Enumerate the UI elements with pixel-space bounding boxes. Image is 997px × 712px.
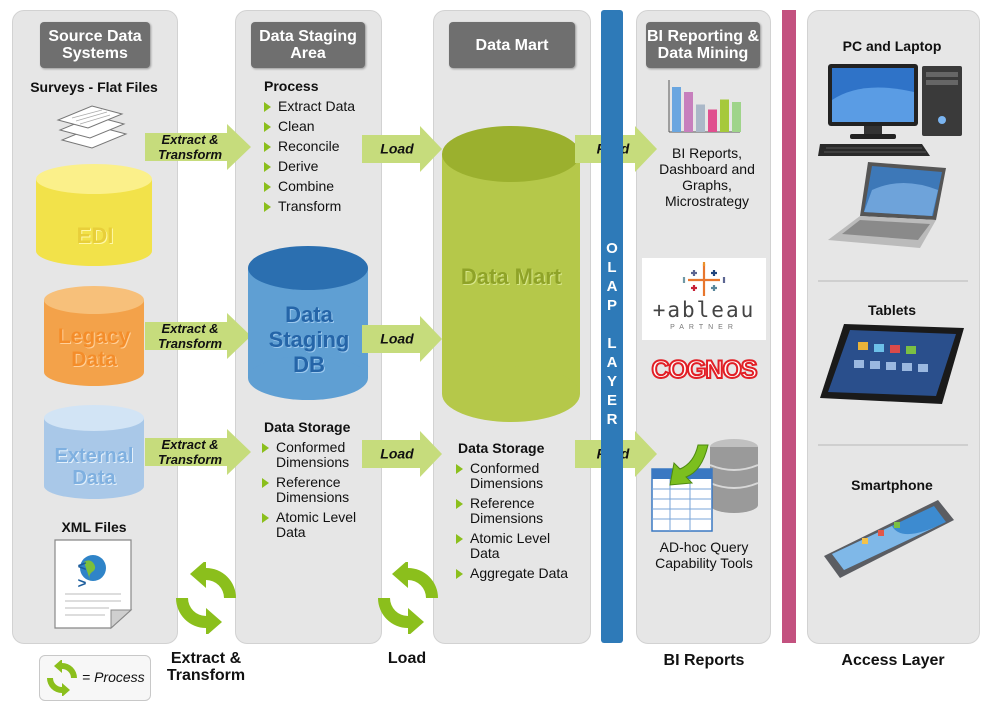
smartphone-label: Smartphone — [851, 477, 933, 493]
bar-chart-bar — [684, 92, 693, 132]
load-arrow-1: Load — [362, 126, 444, 172]
data-mart-label: Data Mart — [460, 264, 562, 289]
tablets-label: Tablets — [868, 302, 916, 318]
olap-letter: A — [606, 354, 618, 371]
staging-db-cylinder — [248, 246, 368, 400]
olap-letter: L — [607, 335, 617, 352]
load-arrow-3: Load — [362, 431, 444, 477]
storage-item: Atomic Level Data — [456, 531, 580, 561]
tableau-wordmark: +ableau — [652, 298, 756, 322]
data-mart-cylinder — [442, 126, 580, 422]
storage-item: Aggregate Data — [456, 566, 580, 581]
access-divider — [818, 444, 968, 446]
source-header: Source Data Systems — [40, 22, 150, 68]
tableau-partner-text: PARTNER — [670, 324, 738, 331]
process-cycle-icon — [47, 660, 77, 696]
storage-item: Conformed Dimensions — [262, 440, 374, 470]
desktop-computer-icon — [818, 64, 962, 156]
legacy-data-label: Legacy Data — [57, 325, 131, 371]
legend-text: = Process — [82, 669, 145, 685]
xml-files-label: XML Files — [61, 519, 127, 535]
storage-item: Reference Dimensions — [262, 475, 374, 505]
external-data-cylinder — [44, 405, 144, 499]
process-list: Extract Data Clean Reconcile Derive Comb… — [264, 99, 355, 219]
cognos-logo: COGNOS — [650, 355, 758, 385]
process-legend: = Process — [39, 655, 151, 701]
olap-letter: A — [606, 278, 618, 295]
bottom-access-layer-label: Access Layer — [841, 652, 945, 669]
olap-letter: P — [606, 297, 617, 314]
bar-chart-bar — [696, 104, 705, 132]
process-item: Extract Data — [264, 99, 355, 114]
storage-item: Atomic Level Data — [262, 510, 374, 540]
process-item: Clean — [264, 119, 355, 134]
legacy-data-cylinder — [44, 286, 144, 386]
olap-layer-bar — [601, 10, 623, 643]
edi-label: EDI — [76, 223, 114, 248]
olap-letter: E — [606, 392, 617, 409]
olap-letter: L — [607, 259, 617, 276]
bi-header: BI Reporting & Data Mining — [646, 22, 760, 68]
process-item: Transform — [264, 199, 355, 214]
load-arrow-2: Load — [362, 316, 444, 362]
extract-transform-arrow-3: Extract & Transform — [145, 429, 253, 475]
bottom-load-label: Load — [387, 650, 427, 667]
olap-letter: O — [606, 240, 618, 257]
smartphone-icon — [824, 500, 954, 578]
bar-chart-bar — [708, 109, 717, 132]
bi-reports-text: BI Reports, Dashboard and Graphs, Micros… — [659, 145, 755, 209]
xml-angle-brackets: < > — [77, 558, 109, 592]
mart-storage-list: Conformed Dimensions Reference Dimension… — [456, 461, 580, 586]
laptop-icon — [828, 162, 946, 248]
storage-item: Conformed Dimensions — [456, 461, 580, 491]
pc-laptop-label: PC and Laptop — [842, 38, 942, 54]
surveys-label: Surveys - Flat Files — [30, 79, 158, 95]
process-title: Process — [264, 78, 319, 94]
mart-storage-title: Data Storage — [458, 440, 545, 456]
xml-file-icon: < > — [53, 538, 133, 630]
mart-header: Data Mart — [449, 22, 575, 68]
external-data-label: External Data — [54, 445, 134, 489]
staging-storage-list: Conformed Dimensions Reference Dimension… — [262, 440, 374, 545]
process-cycle-icon — [378, 562, 438, 634]
extract-transform-arrow-2: Extract & Transform — [145, 313, 253, 359]
bottom-extract-transform-label: Extract & Transform — [166, 650, 246, 684]
edi-cylinder — [36, 164, 152, 266]
tableau-partner-logo: +ableau PARTNER — [642, 258, 766, 340]
extract-transform-arrow-1: Extract & Transform — [145, 124, 253, 170]
bar-chart-bar — [732, 102, 741, 132]
bar-chart-icon — [668, 80, 741, 133]
flat-files-icon — [56, 105, 128, 149]
access-layer-bar — [782, 10, 796, 643]
bar-chart-bar — [672, 87, 681, 132]
storage-item: Reference Dimensions — [456, 496, 580, 526]
adhoc-query-icon — [651, 439, 759, 532]
bar-chart-bar — [720, 99, 729, 132]
staging-db-label: Data Staging DB — [268, 302, 350, 377]
process-cycle-icon — [176, 562, 236, 634]
olap-letter: R — [606, 411, 618, 428]
process-item: Derive — [264, 159, 355, 174]
process-item: Reconcile — [264, 139, 355, 154]
staging-header: Data Staging Area — [251, 22, 365, 68]
bottom-bi-reports-label: BI Reports — [663, 652, 745, 669]
staging-storage-title: Data Storage — [264, 419, 351, 435]
process-item: Combine — [264, 179, 355, 194]
olap-letter: Y — [606, 373, 617, 390]
adhoc-query-text: AD-hoc Query Capability Tools — [655, 539, 753, 571]
access-divider — [818, 280, 968, 282]
tablet-icon — [820, 324, 964, 404]
